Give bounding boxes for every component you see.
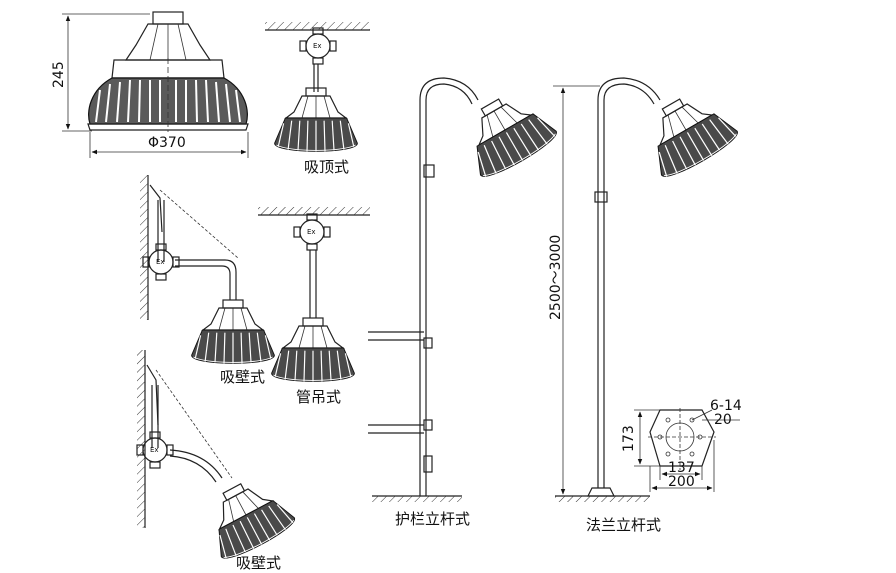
jbox-mark-wall-lower: Ex	[150, 446, 159, 454]
main-lamp-drawing	[87, 11, 249, 132]
label-railing-pole: 护栏立杆式	[395, 510, 470, 528]
pendant-mount-drawing	[258, 207, 370, 382]
base-height-label: 173	[621, 425, 637, 452]
height-dimension	[62, 13, 150, 132]
label-wall-mount-upper: 吸壁式	[220, 368, 265, 386]
label-flange-pole: 法兰立杆式	[586, 516, 661, 534]
railing-pole-drawing	[368, 77, 562, 502]
jbox-mark-ceiling: Ex	[313, 42, 322, 50]
jbox-mark-pendant: Ex	[307, 228, 316, 236]
outer-width-label: 200	[668, 474, 695, 490]
pole-height-label: 2500～3000	[548, 235, 564, 320]
label-wall-mount-lower: 吸壁式	[236, 554, 281, 572]
holes-label: 6-14	[710, 398, 742, 414]
diameter-dimension	[89, 132, 249, 158]
inner-width-label: 137	[668, 460, 695, 476]
flange-pole-drawing	[555, 77, 743, 502]
height-label: 245	[51, 61, 67, 88]
flange-base-detail	[634, 408, 740, 492]
jbox-mark-wall-upper: Ex	[156, 258, 165, 266]
hole-offset-label: 20	[714, 412, 732, 428]
label-pendant-mount: 管吊式	[296, 388, 341, 406]
label-ceiling-mount: 吸顶式	[304, 158, 349, 176]
pole-height-dimension	[553, 85, 600, 495]
wall-mount-lower-drawing	[136, 350, 299, 565]
wall-mount-upper-drawing	[140, 175, 275, 364]
diameter-label: Φ370	[148, 135, 186, 151]
ceiling-mount-drawing	[265, 22, 370, 152]
